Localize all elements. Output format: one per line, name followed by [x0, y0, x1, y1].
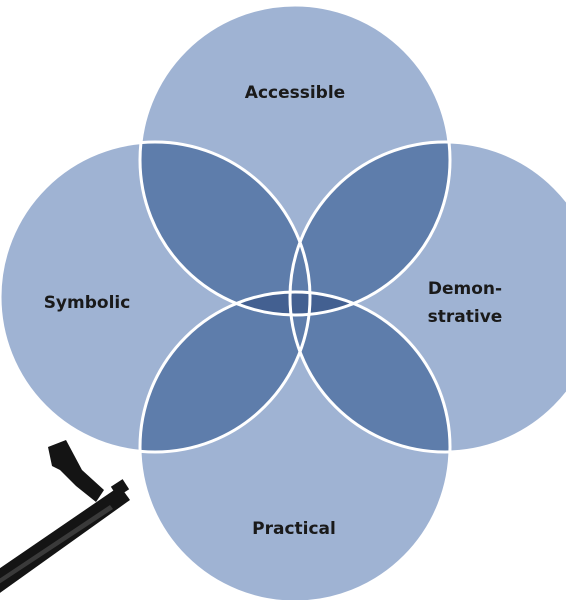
- labels: Accessible Symbolic Demon- strative Prac…: [44, 83, 503, 539]
- label-symbolic: Symbolic: [44, 293, 131, 313]
- label-demonstrative-line2: strative: [428, 307, 503, 327]
- circle-outlines: [0, 3, 566, 600]
- label-practical: Practical: [252, 519, 336, 539]
- label-demonstrative-line1: Demon-: [428, 279, 502, 299]
- label-accessible: Accessible: [245, 83, 345, 103]
- rifle-icon: [0, 440, 130, 593]
